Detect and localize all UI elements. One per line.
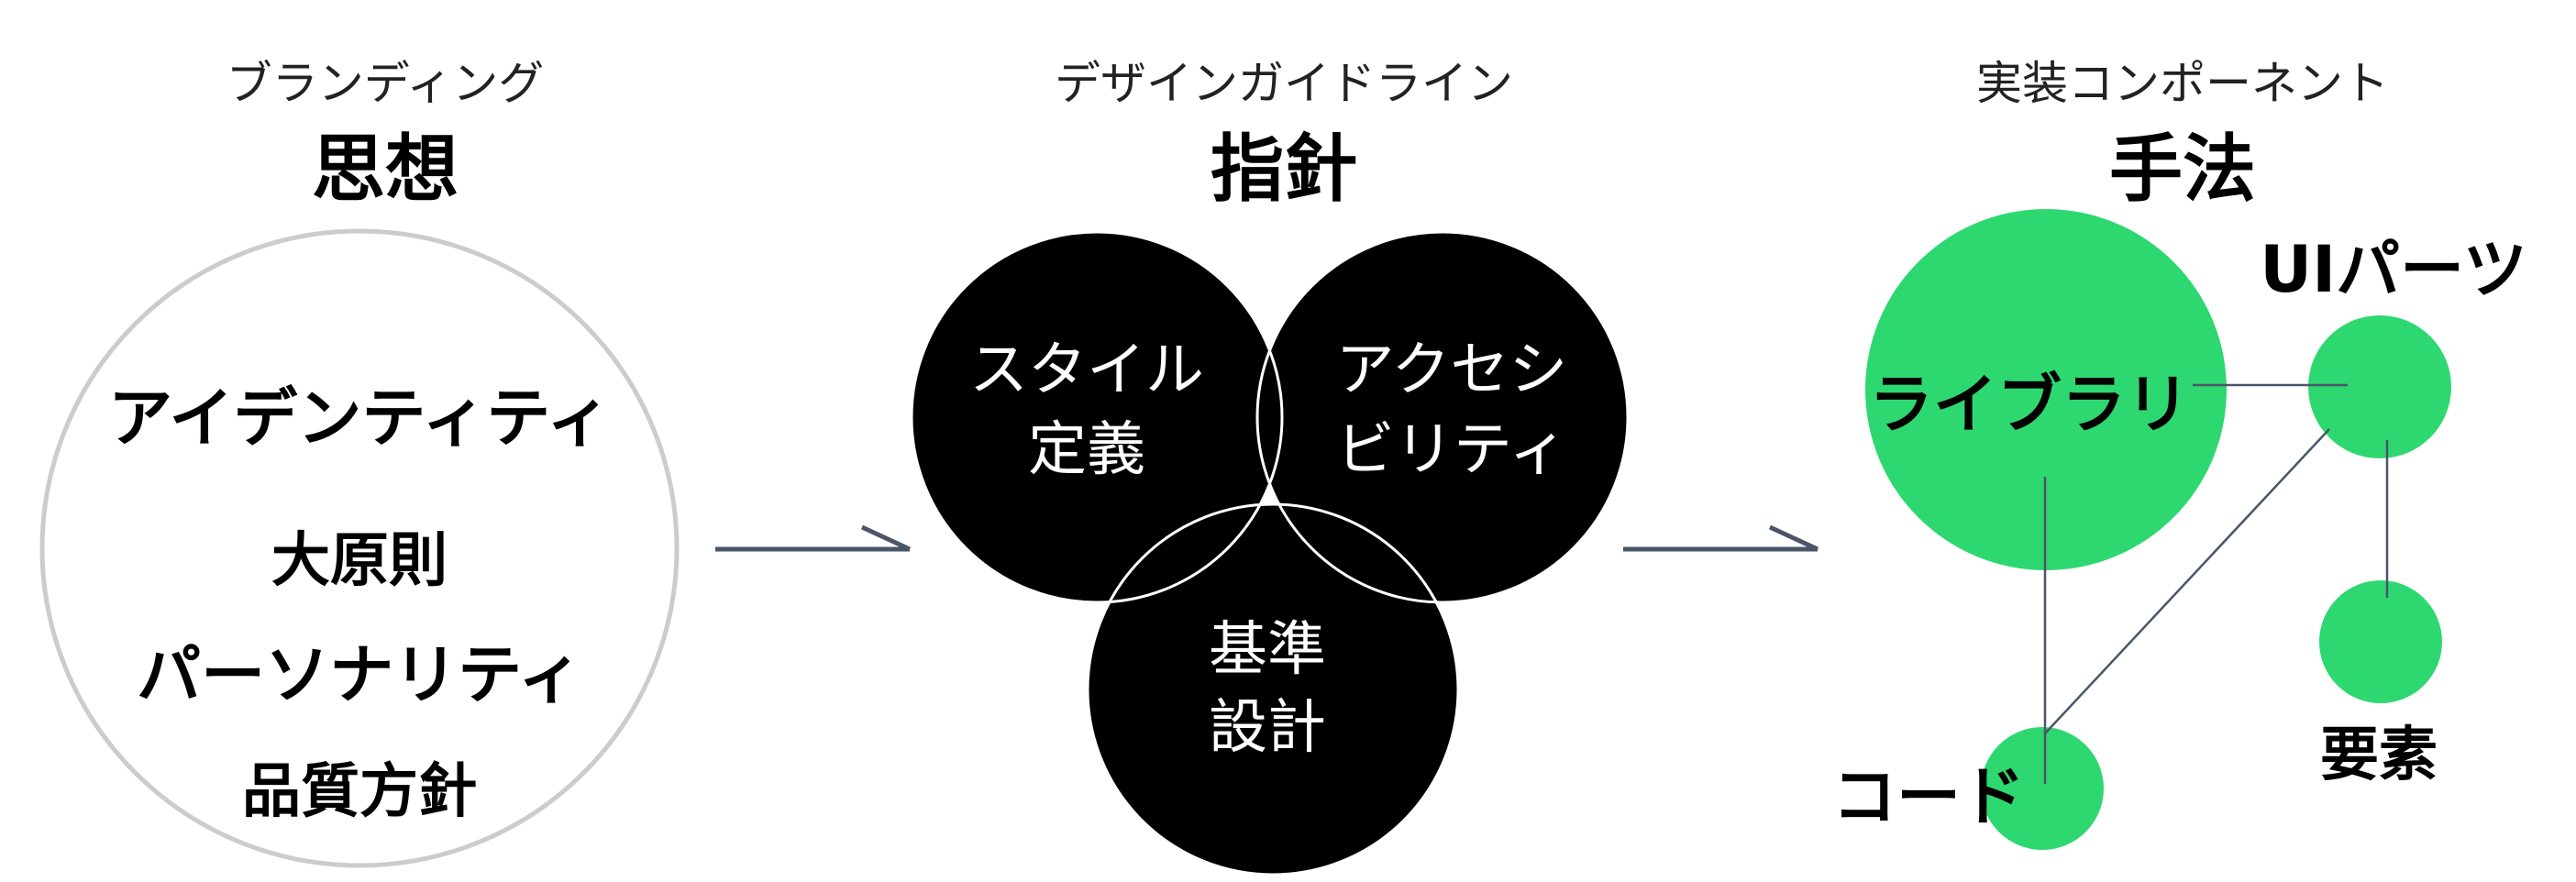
node-label-code: コード [1832,759,2025,834]
node-code [1981,727,2104,850]
venn-label-accessibility-2: ビリティ [1336,416,1567,484]
venn-label-accessibility-1: アクセシ [1336,336,1568,404]
venn-circle-accessibility [1257,232,1628,602]
section-guideline: デザインガイドライン 指針 スタイル 定義 アクセシ ビリティ 基準 設計 [910,57,1630,876]
node-label-library: ライブラリ [1869,367,2190,442]
philosophy-outline-circle [39,228,680,868]
section-title-method: 手法 [2109,127,2256,212]
node-element [2319,580,2442,703]
section-subtitle-components: 実装コンポーネント [1976,57,2389,110]
section-subtitle-guideline: デザインガイドライン [1055,57,1513,110]
item-quality-policy: 品質方針 [242,758,477,826]
node-ui-parts [2308,315,2451,458]
edge-ui-code [2044,428,2330,734]
item-personality: パーソナリティ [137,637,582,712]
node-library [1865,209,2227,570]
section-philosophy: ブランディング 思想 アイデンティティ 大原則 パーソナリティ 品質方針 [39,57,680,868]
section-title-guideline: 指針 [1211,127,1357,212]
venn-circle-style [912,232,1282,602]
item-principles: 大原則 [271,527,448,595]
venn-label-style-2: 定義 [1028,416,1145,484]
venn-label-standard-1: 基準 [1209,616,1326,684]
item-identity: アイデンティティ [108,380,611,456]
section-method: 実装コンポーネント 手法 ライブラリ UIパーツ コード 要素 [1832,57,2527,850]
venn-label-style-1: スタイル [969,336,1204,404]
venn-label-standard-2: 設計 [1209,694,1326,762]
section-title-philosophy: 思想 [312,127,459,212]
arrow-1 [715,524,912,552]
section-subtitle-branding: ブランディング [227,57,545,110]
node-label-element: 要素 [2320,722,2438,789]
venn-circle-standard [1088,504,1458,875]
node-label-ui-parts: UIパーツ [2260,232,2527,307]
arrow-2 [1623,524,1819,552]
